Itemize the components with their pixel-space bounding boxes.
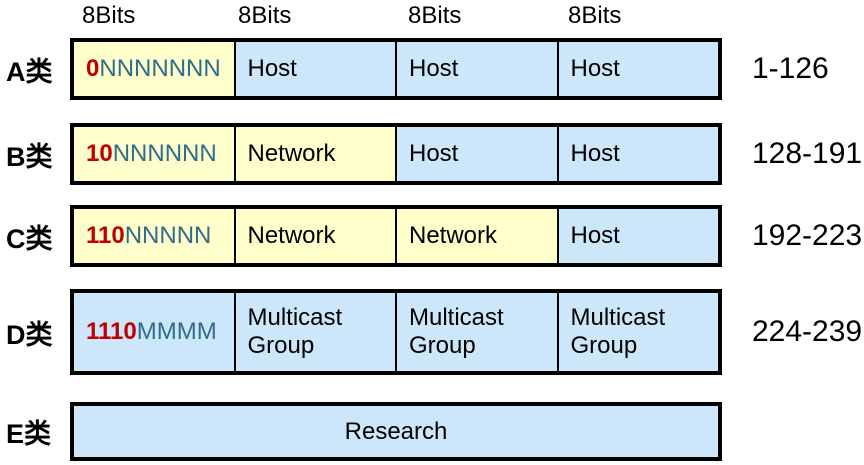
- class-b-bit-letters: NNNNNN: [112, 140, 217, 168]
- class-d-range-label: 224-239: [752, 315, 863, 348]
- class-e-label: E类: [6, 419, 52, 449]
- class-a-bit-prefix: 0: [86, 55, 100, 83]
- bits-header-label-2: 8Bits: [238, 2, 292, 29]
- class-c-bit-prefix: 110: [86, 222, 125, 250]
- class-a-range-label: 1-126: [752, 52, 829, 85]
- class-a-label: A类: [6, 56, 53, 87]
- class-c-label: C类: [6, 223, 53, 254]
- class-d-field-cell-3: Multicast Group: [556, 293, 718, 371]
- bits-header-label-3: 8Bits: [408, 2, 462, 29]
- class-b-range-label: 128-191: [752, 137, 863, 170]
- class-b-label: B类: [6, 141, 53, 172]
- class-e-row: E类 Research: [0, 402, 864, 461]
- class-b-field-cell-3: Host: [556, 127, 718, 181]
- class-a-field-cell-3: Host: [556, 42, 718, 96]
- class-d-bit-prefix: 1110: [86, 318, 137, 346]
- class-b-bit-prefix: 10: [86, 140, 113, 168]
- class-c-range-label: 192-223: [752, 219, 863, 252]
- class-c-field-cell-1: Network: [233, 209, 395, 263]
- class-b-field-cell-1: Network: [233, 127, 395, 181]
- class-a-field-cell-1: Host: [233, 42, 395, 96]
- class-c-field-cell-2: Network: [395, 209, 557, 263]
- class-d-bit-letters: MMMM: [136, 318, 217, 346]
- class-a-field-cell-2: Host: [395, 42, 557, 96]
- class-e-field-cell-1: Research: [74, 406, 718, 457]
- class-a-bit-letters: NNNNNNN: [99, 55, 221, 83]
- bits-header-label-1: 8Bits: [82, 2, 136, 29]
- class-c-bit-letters: NNNNN: [124, 222, 212, 250]
- bits-header-label-4: 8Bits: [568, 2, 622, 29]
- class-d-field-cell-2: Multicast Group: [395, 293, 557, 371]
- class-b-field-cell-2: Host: [395, 127, 557, 181]
- class-e-structure-box: Research: [70, 402, 722, 461]
- class-d-label: D类: [6, 319, 53, 350]
- class-d-field-cell-1: Multicast Group: [233, 293, 395, 371]
- class-c-field-cell-3: Host: [556, 209, 718, 263]
